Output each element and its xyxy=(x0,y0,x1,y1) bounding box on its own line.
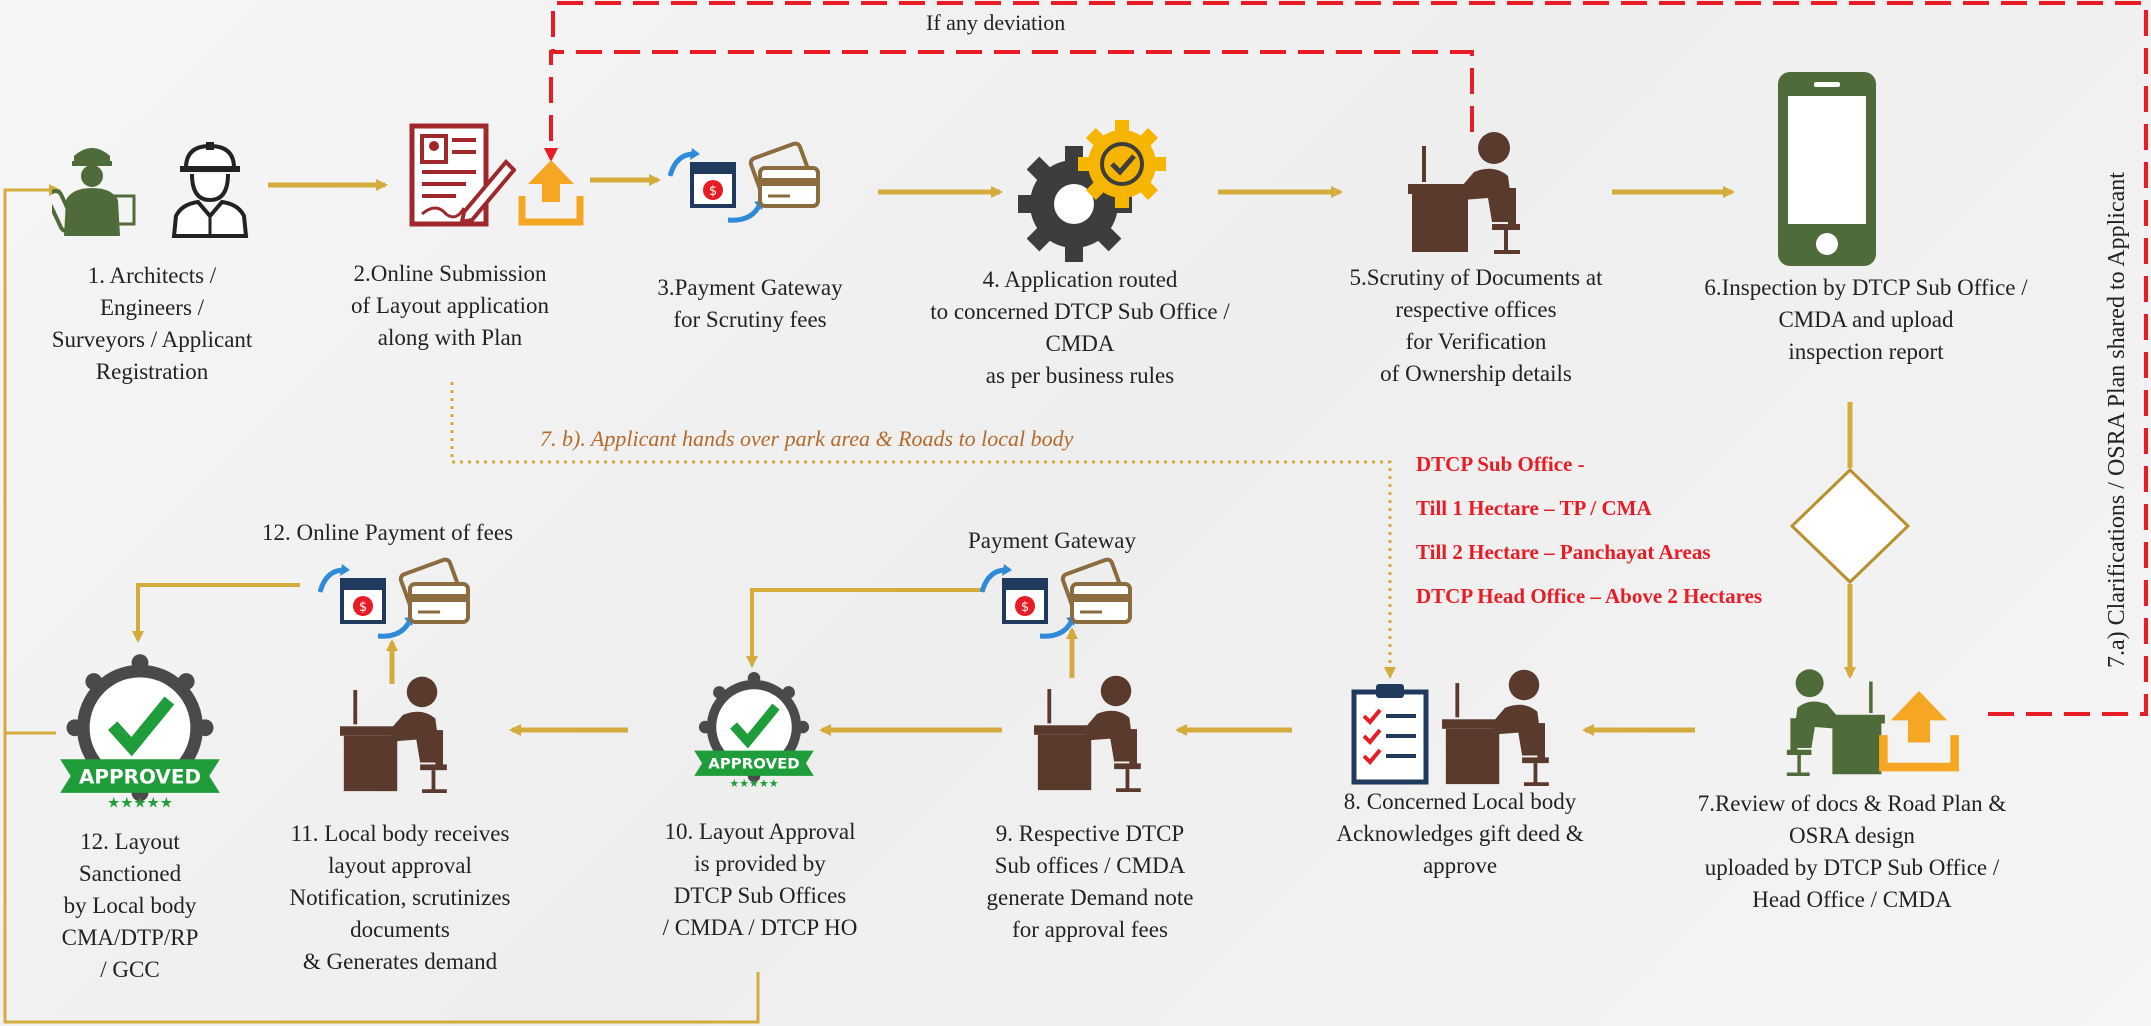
worker-hardhat-icon xyxy=(171,142,249,238)
engineer-blueprint-icon xyxy=(52,148,136,236)
clarification-vertical-label: 7.a) Clarifications / OSRA Plan shared t… xyxy=(2104,172,2130,668)
svg-text:★★★★★: ★★★★★ xyxy=(729,777,778,790)
payment-gateway-label: Payment Gateway xyxy=(968,528,1136,553)
limit-line-2: Till 1 Hectare – TP / CMA xyxy=(1416,496,1652,520)
dtcp-officer-icon xyxy=(1034,675,1141,792)
deviation-dashed-line xyxy=(544,50,1474,162)
step-1-label: 1. Architects /Engineers / Surveyors / A… xyxy=(51,263,253,384)
svg-text:APPROVED: APPROVED xyxy=(708,755,799,773)
mobile-phone-icon xyxy=(1778,72,1876,266)
handover-label: 7. b). Applicant hands over park area & … xyxy=(540,426,1074,451)
svg-text:APPROVED: APPROVED xyxy=(79,764,201,788)
officer-at-desk-icon xyxy=(1408,132,1520,254)
loop-back-line xyxy=(3,184,760,1024)
approved-badge-icon: APPROVED ★★★★★ xyxy=(694,672,814,790)
local-body-officer-icon xyxy=(1442,669,1549,786)
payment-gateway-icon-demand: $ xyxy=(980,557,1132,639)
upload-icon xyxy=(518,160,584,226)
reviewer-at-desk-icon xyxy=(1786,669,1885,776)
online-payment-label: 12. Online Payment of fees xyxy=(262,520,514,545)
local-body-clerk-icon xyxy=(340,676,447,794)
application-form-icon xyxy=(409,123,516,227)
limit-line-1: DTCP Sub Office - xyxy=(1416,452,1585,476)
decision-diamond xyxy=(1789,467,1911,585)
svg-text:$: $ xyxy=(359,600,367,615)
deviation-label: If any deviation xyxy=(926,10,1066,35)
limit-line-3: Till 2 Hectare – Panchayat Areas xyxy=(1416,540,1711,564)
svg-text:★★★★★: ★★★★★ xyxy=(107,795,173,812)
clarification-dashed-line xyxy=(551,1,2148,716)
limit-line-4: DTCP Head Office – Above 2 Hectares xyxy=(1416,584,1763,608)
upload-icon-review xyxy=(1879,690,1959,772)
payment-gateway-icon-online: $ xyxy=(318,557,470,639)
step-7-label: 7.Review of docs & Road Plan &OSRA desig… xyxy=(1697,791,2007,912)
arrow-payment-10 xyxy=(746,588,985,668)
gears-processing-icon xyxy=(1018,120,1166,262)
approved-badge-large-icon: APPROVED ★★★★★ xyxy=(60,654,220,812)
checklist-clipboard-icon xyxy=(1351,684,1429,785)
step-6-label: 6.Inspection by DTCP Sub Office /CMDA an… xyxy=(1704,275,2028,364)
arrow-payment-12 xyxy=(132,583,300,643)
svg-text:$: $ xyxy=(1021,600,1029,615)
payment-gateway-icon: $ xyxy=(668,141,820,223)
handover-dotted-line xyxy=(450,382,1396,679)
svg-text:$: $ xyxy=(709,184,717,199)
